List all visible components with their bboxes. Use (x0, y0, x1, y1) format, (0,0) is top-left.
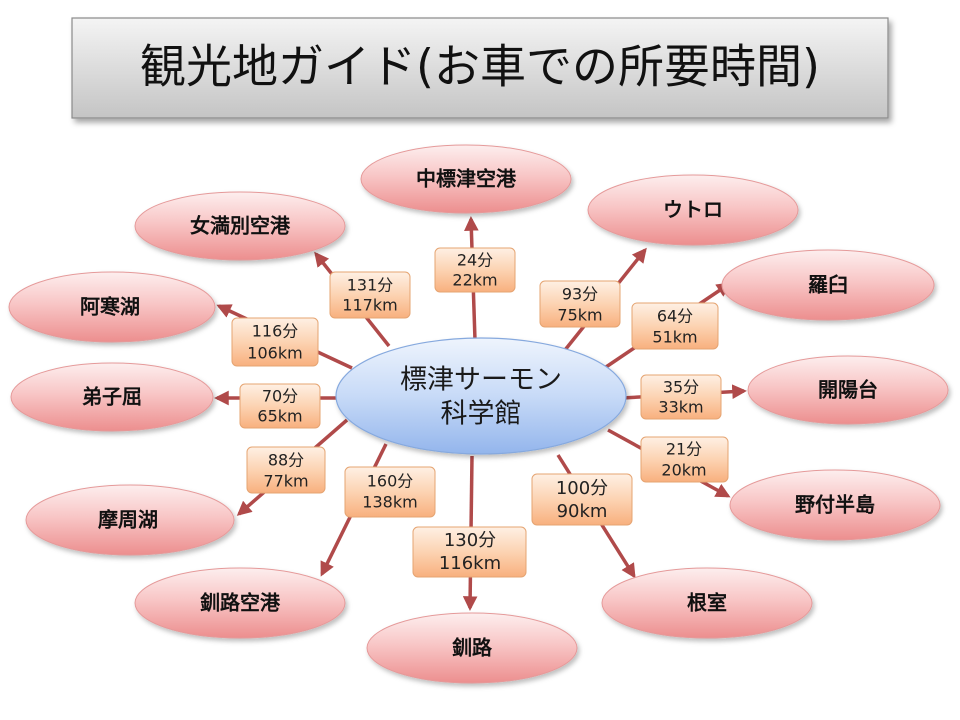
travel-distance: 138km (362, 493, 417, 512)
travel-time: 100分 (556, 478, 608, 499)
page-title: 観光地ガイド(お車での所要時間) (140, 40, 820, 94)
travel-time: 130分 (444, 530, 496, 551)
destination-name: 弟子屈 (82, 385, 142, 409)
travel-time: 160分 (367, 472, 414, 491)
destination-name: 阿寒湖 (80, 295, 140, 319)
destination-name: 羅臼 (808, 273, 848, 297)
destination-kushiro: 釧路 (366, 612, 578, 684)
destination-name: 摩周湖 (98, 508, 158, 532)
travel-time: 24分 (457, 251, 493, 270)
destination-name: 根室 (687, 591, 727, 615)
travel-time: 116分 (252, 322, 299, 341)
travel-distance: 51km (652, 328, 697, 347)
destination-teshikaga: 弟子屈 (10, 362, 214, 432)
destination-name: 開陽台 (818, 378, 878, 402)
destination-mashu-lake: 摩周湖 (25, 484, 235, 556)
destination-akan-lake: 阿寒湖 (8, 271, 216, 343)
travel-label-kushiro: 130分 116km (412, 526, 527, 578)
travel-distance: 117km (342, 296, 397, 315)
destination-nakashibetsu-airport: 中標津空港 (360, 144, 572, 214)
travel-label-notsuke-peninsula: 21分 20km (640, 436, 729, 483)
labels-layer: 24分 22km 93分 75km 64分 51km 35分 33km 21分 … (231, 247, 729, 578)
travel-label-nakashibetsu-airport: 24分 22km (434, 247, 516, 293)
destination-nemuro: 根室 (601, 567, 813, 639)
destination-utoro: ウトロ (587, 174, 799, 246)
travel-label-teshikaga: 70分 65km (239, 383, 321, 429)
travel-distance: 75km (557, 306, 602, 325)
destination-name: 中標津空港 (416, 167, 517, 191)
travel-distance: 77km (263, 472, 308, 491)
travel-distance: 22km (452, 271, 497, 290)
travel-time: 35分 (663, 378, 699, 397)
travel-label-nemuro: 100分 90km (531, 473, 633, 526)
center-title-line2: 科学館 (441, 399, 522, 430)
travel-time: 64分 (657, 307, 693, 326)
travel-label-utoro: 93分 75km (539, 280, 621, 328)
travel-time: 88分 (268, 451, 304, 470)
destination-kushiro-airport: 釧路空港 (134, 567, 346, 639)
destination-rausu: 羅臼 (721, 249, 935, 321)
destination-name: ウトロ (663, 198, 723, 222)
travel-label-kushiro-airport: 160分 138km (344, 466, 436, 518)
travel-distance: 116km (439, 553, 501, 574)
destination-name: 女満別空港 (190, 214, 291, 238)
travel-time: 21分 (666, 440, 702, 459)
travel-label-rausu: 64分 51km (631, 302, 719, 350)
center-node: 標津サーモン 科学館 (335, 337, 627, 455)
travel-distance: 33km (658, 398, 703, 417)
destination-name: 野付半島 (795, 493, 875, 517)
travel-label-mashu-lake: 88分 77km (246, 446, 326, 494)
title-box: 観光地ガイド(お車での所要時間) (71, 17, 889, 119)
travel-distance: 20km (661, 461, 706, 480)
destination-memanbetsu-airport: 女満別空港 (134, 191, 346, 261)
destination-notsuke-peninsula: 野付半島 (729, 469, 941, 541)
travel-distance: 65km (257, 407, 302, 426)
travel-distance: 106km (247, 344, 302, 363)
travel-distance: 90km (557, 501, 608, 522)
travel-time: 93分 (562, 285, 598, 304)
travel-label-kaiyodai: 35分 33km (640, 374, 722, 420)
travel-time: 131分 (347, 276, 394, 295)
travel-label-memanbetsu-airport: 131分 117km (329, 271, 411, 319)
destinations-layer: 中標津空港 ウトロ 羅臼 開陽台 野付半島 根室 釧路 釧路空港 (8, 144, 949, 684)
destination-name: 釧路 (452, 636, 493, 660)
center-title-line1: 標津サーモン (400, 365, 562, 396)
travel-label-akan-lake: 116分 106km (231, 317, 319, 367)
travel-time: 70分 (262, 387, 298, 406)
destination-kaiyodai: 開陽台 (747, 355, 949, 425)
destination-name: 釧路空港 (200, 591, 281, 615)
